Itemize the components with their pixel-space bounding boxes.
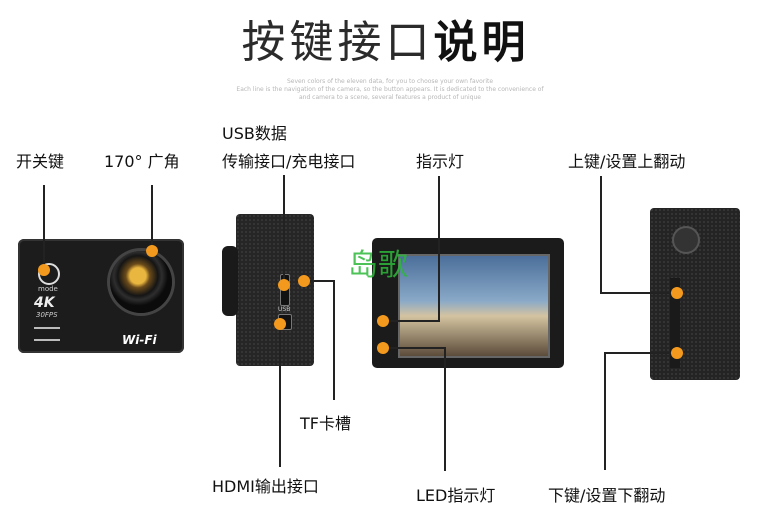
label-led: LED指示灯 xyxy=(416,486,496,505)
dot-power xyxy=(38,264,50,276)
leader-tf-h xyxy=(303,280,335,282)
dot-usb xyxy=(278,279,290,291)
camera-back xyxy=(372,238,564,368)
label-tf-slot: TF卡槽 xyxy=(300,414,351,433)
subtitle-line-3: and camera to a scene, several features … xyxy=(298,94,481,101)
mode-label: mode xyxy=(38,285,58,293)
camera-front: mode 4K 30FPS Wi-Fi xyxy=(18,239,184,353)
side-buttons xyxy=(670,278,680,368)
usb-label: USB xyxy=(278,306,291,313)
page-title: 按键接口说明 xyxy=(0,6,771,70)
leader-power xyxy=(43,185,45,270)
badge-fps: 30FPS xyxy=(36,311,58,319)
leader-lens xyxy=(151,185,153,251)
dot-led xyxy=(377,342,389,354)
title-part2: 说明 xyxy=(433,17,530,68)
dot-up xyxy=(671,287,683,299)
wifi-label: Wi-Fi xyxy=(122,333,157,347)
leader-down-h xyxy=(604,352,678,354)
camera-side-bump xyxy=(222,246,238,316)
dot-indicator xyxy=(377,315,389,327)
leader-tf-v xyxy=(333,280,335,400)
camera-side: USB xyxy=(236,214,314,366)
leader-led-h xyxy=(384,347,446,349)
dot-lens xyxy=(146,245,158,257)
leader-up-v xyxy=(600,176,602,293)
subtitle-line-2: Each line is the navigation of the camer… xyxy=(236,86,544,93)
leader-up-h xyxy=(600,292,677,294)
label-power: 开关键 xyxy=(16,152,65,171)
leader-usb xyxy=(283,175,285,285)
leader-indicator-v xyxy=(438,176,440,321)
label-down-key: 下键/设置下翻动 xyxy=(548,486,666,505)
top-button xyxy=(672,226,700,254)
leader-down-v xyxy=(604,352,606,470)
title-part1: 按键接口 xyxy=(241,17,434,68)
label-hdmi: HDMI输出接口 xyxy=(212,477,319,496)
badge-4k: 4K xyxy=(34,295,55,311)
logo-stripes xyxy=(34,327,60,341)
leader-led-v xyxy=(444,347,446,471)
lens xyxy=(110,251,172,313)
label-indicator: 指示灯 xyxy=(416,152,465,171)
leader-indicator-h xyxy=(384,320,440,322)
watermark: 岛歌 xyxy=(348,248,408,283)
label-lens: 170° 广角 xyxy=(104,152,180,171)
camera-right xyxy=(650,208,740,380)
leader-hdmi xyxy=(279,322,281,467)
subtitle-line-1: Seven colors of the eleven data, for you… xyxy=(286,78,494,85)
label-up-key: 上键/设置上翻动 xyxy=(568,152,686,171)
label-usb-line1: USB数据 xyxy=(222,124,287,143)
label-usb-line2: 传输接口/充电接口 xyxy=(222,152,356,171)
dot-hdmi xyxy=(274,318,286,330)
screen xyxy=(398,254,550,358)
dot-tf xyxy=(298,275,310,287)
dot-down xyxy=(671,347,683,359)
